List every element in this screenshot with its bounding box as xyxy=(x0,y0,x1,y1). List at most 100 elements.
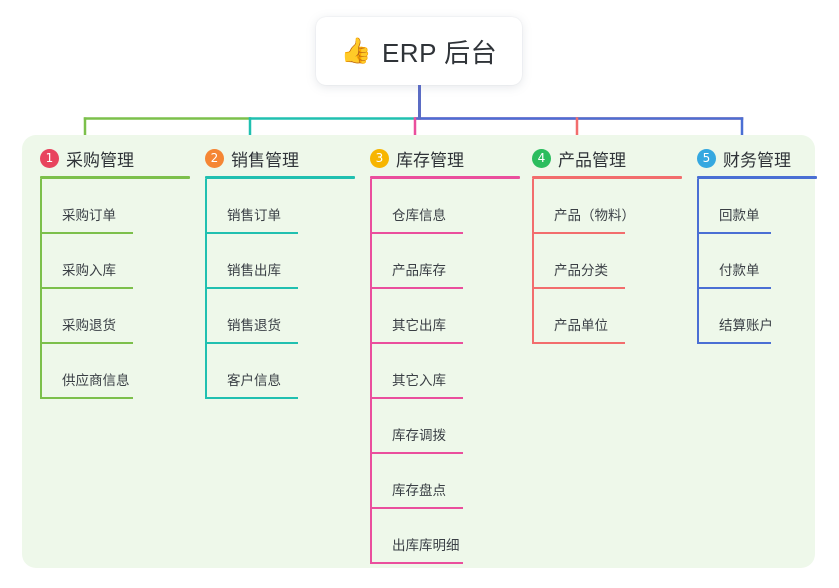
branch-item-list-3: 仓库信息产品库存其它出库其它入库库存调拨库存盘点出库库明细 xyxy=(370,179,520,564)
branch-item[interactable]: 产品分类 xyxy=(532,234,682,289)
thumbs-up-icon: 👍 xyxy=(340,36,372,65)
branch-item-label: 产品库存 xyxy=(392,263,446,278)
branch-item-underline xyxy=(370,562,463,564)
branch-title-4: 产品管理 xyxy=(558,150,626,170)
branch-item-underline xyxy=(370,287,463,289)
branch-item[interactable]: 销售退货 xyxy=(205,289,355,344)
branch-item[interactable]: 采购订单 xyxy=(40,179,190,234)
branch-item[interactable]: 产品库存 xyxy=(370,234,520,289)
branch-item[interactable]: 客户信息 xyxy=(205,344,355,399)
branch-underline-5 xyxy=(697,176,817,179)
branch-underline-1 xyxy=(40,176,190,179)
branch-badge-3: 3 xyxy=(370,148,389,168)
branch-item[interactable]: 出库库明细 xyxy=(370,509,520,564)
branch-item-underline xyxy=(697,287,771,289)
branch-item-underline xyxy=(370,342,463,344)
branch-column-4[interactable]: 4 产品管理产品（物料） 产品分类产品单位 xyxy=(532,146,682,344)
branch-item-label: 客户信息 xyxy=(227,373,281,388)
root-node-title: ERP 后台 xyxy=(381,37,498,68)
branch-item-label: 库存盘点 xyxy=(392,483,446,498)
branch-underline-3 xyxy=(370,176,520,179)
branch-spine-1 xyxy=(40,179,42,399)
branch-item[interactable]: 其它入库 xyxy=(370,344,520,399)
branch-column-2[interactable]: 2 销售管理销售订单销售出库销售退货客户信息 xyxy=(205,146,355,399)
branch-item-underline xyxy=(370,452,463,454)
branch-item-underline xyxy=(532,342,625,344)
branch-item[interactable]: 产品单位 xyxy=(532,289,682,344)
branch-item-underline xyxy=(40,342,133,344)
branch-item[interactable]: 回款单 xyxy=(697,179,817,234)
branch-item[interactable]: 采购入库 xyxy=(40,234,190,289)
branch-item[interactable]: 结算账户 xyxy=(697,289,817,344)
branch-item[interactable]: 库存调拨 xyxy=(370,399,520,454)
branch-item[interactable]: 其它出库 xyxy=(370,289,520,344)
branch-item-label: 采购订单 xyxy=(62,208,116,223)
branch-item-label: 其它入库 xyxy=(392,373,446,388)
branch-badge-2: 2 xyxy=(205,148,224,168)
branch-item[interactable]: 采购退货 xyxy=(40,289,190,344)
branch-item-underline xyxy=(40,232,133,234)
branch-item-list-1: 采购订单采购入库采购退货供应商信息 xyxy=(40,179,190,399)
branch-column-5[interactable]: 5 财务管理回款单付款单结算账户 xyxy=(697,146,817,344)
branches-panel xyxy=(22,135,815,568)
branch-item-label: 其它出库 xyxy=(392,318,446,333)
branch-header-4[interactable]: 4 产品管理 xyxy=(532,146,682,170)
branch-item-label: 回款单 xyxy=(719,208,760,223)
branch-title-2: 销售管理 xyxy=(231,150,299,170)
branch-item[interactable]: 销售出库 xyxy=(205,234,355,289)
branch-badge-1: 1 xyxy=(40,148,59,168)
branch-item-label: 付款单 xyxy=(719,263,760,278)
branch-item-label: 销售订单 xyxy=(227,208,281,223)
branch-item[interactable]: 仓库信息 xyxy=(370,179,520,234)
branch-item-underline xyxy=(40,287,133,289)
branch-spine-4 xyxy=(532,179,534,344)
branch-column-3[interactable]: 3 库存管理仓库信息产品库存其它出库其它入库库存调拨库存盘点出库库明细 xyxy=(370,146,520,564)
branch-item-underline xyxy=(370,507,463,509)
branch-item-label: 产品单位 xyxy=(554,318,608,333)
branch-item[interactable]: 供应商信息 xyxy=(40,344,190,399)
branch-item[interactable]: 付款单 xyxy=(697,234,817,289)
branch-badge-5: 5 xyxy=(697,148,716,168)
branch-item-label: 仓库信息 xyxy=(392,208,446,223)
branch-header-1[interactable]: 1 采购管理 xyxy=(40,146,190,170)
branch-item-label: 供应商信息 xyxy=(62,373,130,388)
branch-item-underline xyxy=(205,342,298,344)
branch-item-label: 销售出库 xyxy=(227,263,281,278)
branch-item-label: 采购退货 xyxy=(62,318,116,333)
branch-item[interactable]: 销售订单 xyxy=(205,179,355,234)
branch-item-list-5: 回款单付款单结算账户 xyxy=(697,179,817,344)
branch-item-label: 出库库明细 xyxy=(392,538,460,553)
branch-title-1: 采购管理 xyxy=(66,150,134,170)
branch-column-1[interactable]: 1 采购管理采购订单采购入库采购退货供应商信息 xyxy=(40,146,190,399)
branch-badge-4: 4 xyxy=(532,148,551,168)
branch-item-underline xyxy=(697,342,771,344)
branch-item-label: 销售退货 xyxy=(227,318,281,333)
branch-spine-3 xyxy=(370,179,372,564)
branch-header-3[interactable]: 3 库存管理 xyxy=(370,146,520,170)
branch-title-3: 库存管理 xyxy=(396,150,464,170)
branch-header-2[interactable]: 2 销售管理 xyxy=(205,146,355,170)
branch-underline-4 xyxy=(532,176,682,179)
branch-item-list-2: 销售订单销售出库销售退货客户信息 xyxy=(205,179,355,399)
root-node-card[interactable]: 👍 ERP 后台 xyxy=(316,17,522,85)
branch-header-5[interactable]: 5 财务管理 xyxy=(697,146,817,170)
branch-item-label: 产品分类 xyxy=(554,263,608,278)
branch-title-5: 财务管理 xyxy=(723,150,791,170)
branch-item-label: 库存调拨 xyxy=(392,428,446,443)
branch-spine-5 xyxy=(697,179,699,344)
branch-item[interactable]: 产品（物料） xyxy=(532,179,682,234)
branch-item-label: 产品（物料） xyxy=(554,208,635,223)
branch-spine-2 xyxy=(205,179,207,399)
root-node-content: 👍 ERP 后台 xyxy=(341,33,497,70)
branch-item-underline xyxy=(205,397,298,399)
branch-item-label: 结算账户 xyxy=(719,318,773,333)
branch-item-underline xyxy=(205,287,298,289)
branch-item[interactable]: 库存盘点 xyxy=(370,454,520,509)
branch-item-underline xyxy=(370,397,463,399)
branch-item-list-4: 产品（物料） 产品分类产品单位 xyxy=(532,179,682,344)
branch-underline-2 xyxy=(205,176,355,179)
branch-item-underline xyxy=(532,287,625,289)
branch-item-underline xyxy=(205,232,298,234)
